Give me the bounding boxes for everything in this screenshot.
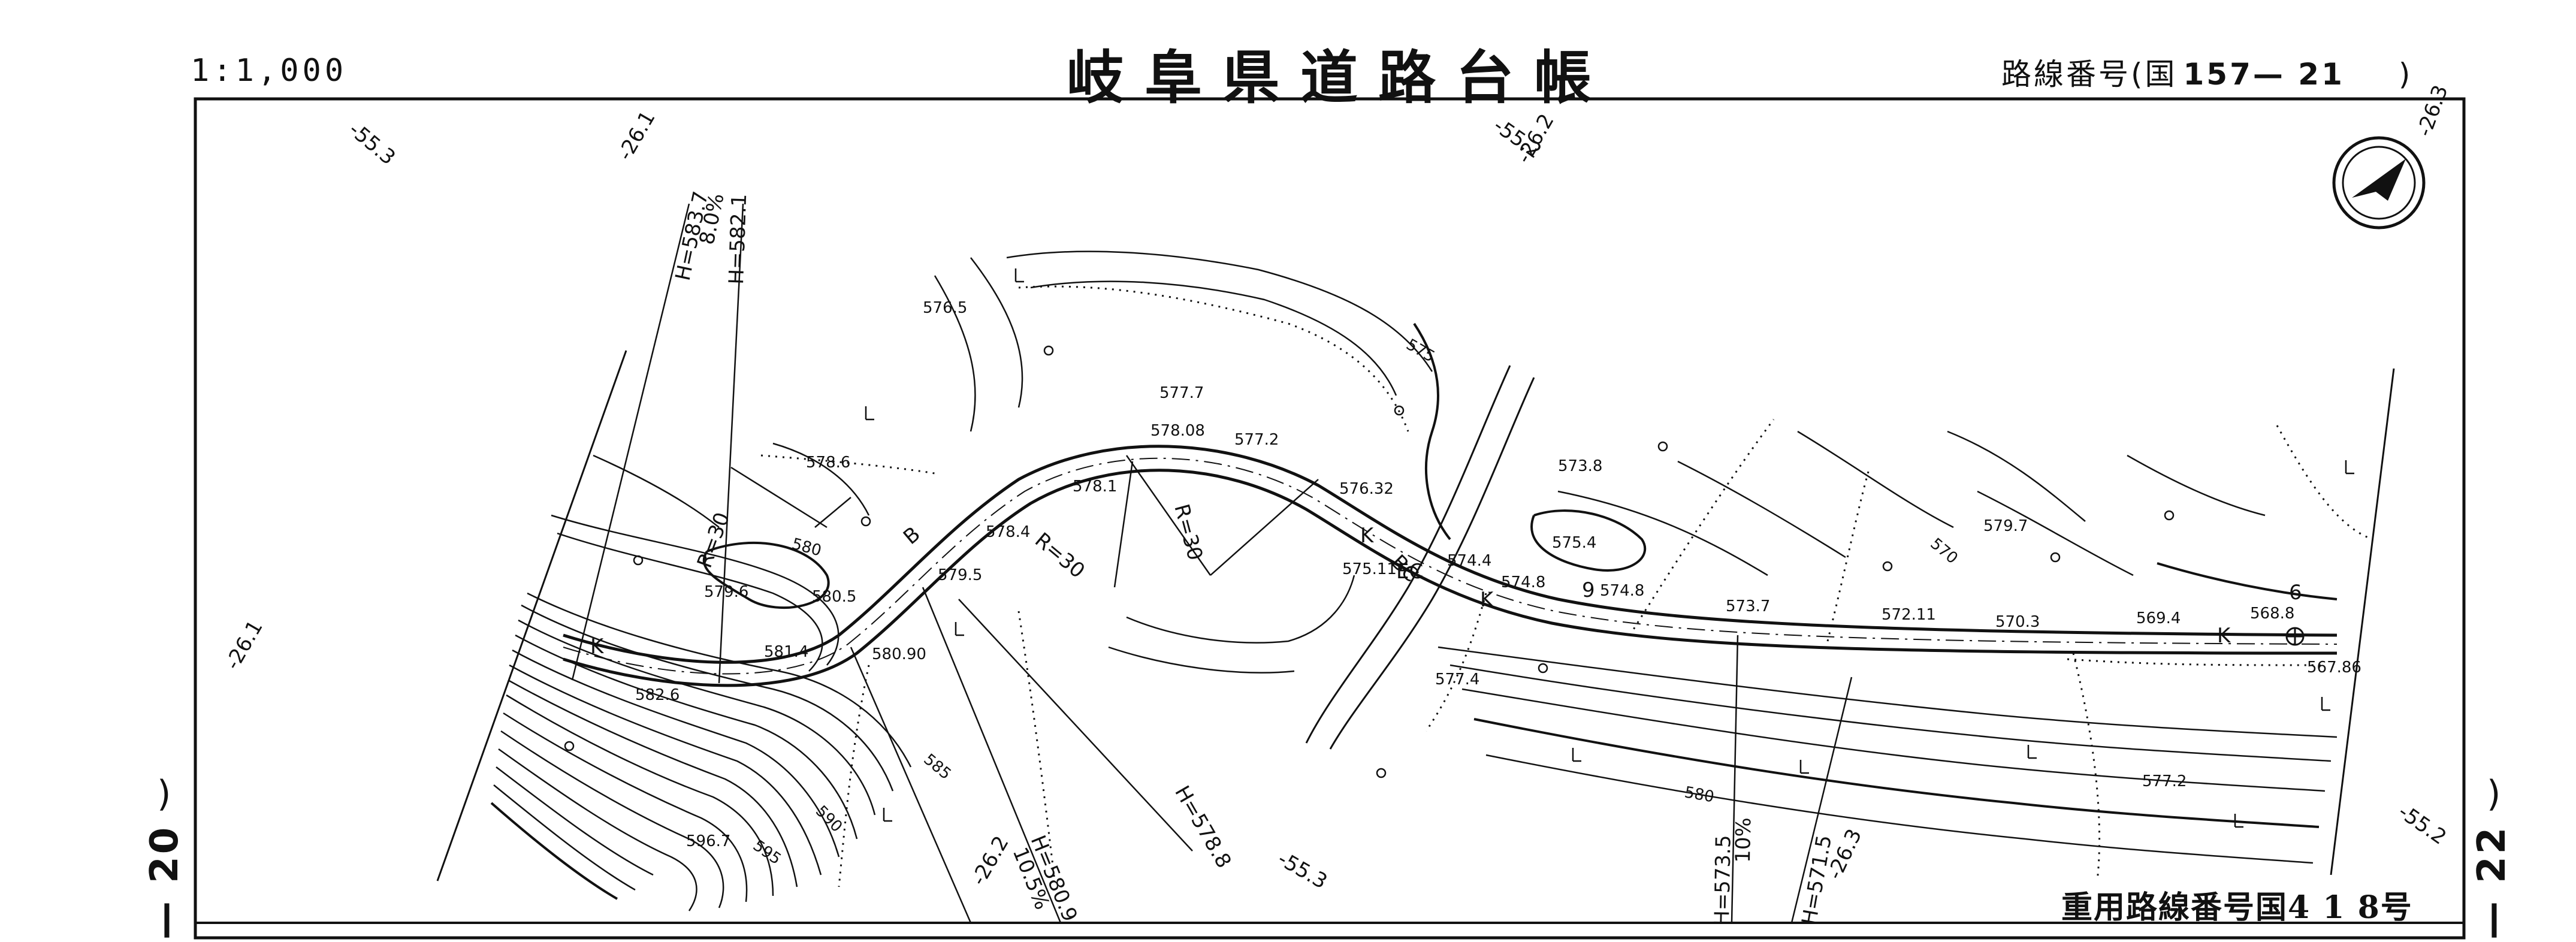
spot-height: 580.5 (812, 588, 856, 606)
border-label: -55.3 (344, 117, 400, 170)
contour-label: 595 (750, 837, 784, 868)
spot-height: 577.7 (1159, 384, 1204, 402)
spot-height: 573.8 (1558, 457, 1602, 475)
spot-height: 574.8 (1501, 573, 1545, 591)
spot-height: 579.6 (704, 583, 748, 601)
road-point-label: K (1480, 588, 1494, 612)
station-marker-icon (2285, 627, 2305, 646)
spot-height: 576.32 (1339, 480, 1394, 498)
contour-label: 580 (790, 535, 823, 560)
road-point-label: B (899, 522, 925, 550)
road-point-label: K (590, 635, 605, 659)
contour-lines-west (551, 442, 870, 672)
border-label: -26.2 (967, 832, 1014, 889)
spot-height: 574.4 (1447, 552, 1491, 570)
spot-height: 577.2 (1234, 431, 1279, 449)
sheet-paren-right: ) (2487, 773, 2501, 815)
footer-note: 重用路線番号国4 1 8号 (2061, 889, 2413, 926)
stream (1305, 365, 1535, 750)
grade-label: H=578.8 (1170, 782, 1236, 872)
map-scale: 1:1,000 (191, 53, 348, 89)
spot-height: 581.4 (764, 643, 808, 661)
contour-label: 580 (1683, 783, 1716, 806)
spot-height: 567.86 (2307, 659, 2361, 677)
road-point-label: 9 (1582, 578, 1595, 602)
boundary-dotted-lines (760, 285, 2373, 887)
spot-height: 572.11 (1882, 606, 1936, 624)
spot-height: 582.6 (635, 686, 680, 704)
border-label: -26.1 (613, 107, 660, 164)
spot-height: 580.90 (872, 645, 926, 663)
spot-height: 579.7 (1983, 517, 2028, 535)
spot-height: 579.5 (938, 566, 982, 584)
border-label: -26.1 (221, 616, 268, 674)
curve-radius-label: R=30 (1169, 502, 1207, 563)
spot-height: 575.11 (1342, 560, 1397, 578)
border-label: -26.3 (2412, 82, 2453, 140)
grade-label: 10% (1731, 817, 1756, 863)
spot-height: 575.4 (1552, 534, 1596, 552)
spot-height: 578.4 (986, 523, 1030, 541)
vegetation-symbols (564, 268, 2354, 828)
contour-lines-southwest (490, 592, 912, 911)
road-point-label: EC (1396, 560, 1423, 584)
spot-height: 578.1 (1073, 478, 1117, 496)
contour-label: 585 (920, 750, 955, 783)
grade-label: H=571.5 (1797, 834, 1837, 927)
map-area-right-edge (2330, 368, 2395, 875)
spot-height: 578.08 (1150, 422, 1205, 440)
spot-height: 578.6 (806, 454, 850, 472)
contour-lines-east (1438, 430, 2338, 864)
map-area-left-edge (436, 350, 627, 881)
border-label: -55.3 (1274, 847, 1331, 894)
sheet-paren-left: ) (157, 773, 171, 815)
grade-label: H=582.1 (724, 194, 751, 285)
spot-height: 568.8 (2250, 605, 2294, 623)
grade-lines (571, 203, 1853, 923)
road-point-label: K (1360, 524, 1375, 548)
road-point-label: K (2217, 624, 2231, 648)
contour-label: 570 (1927, 535, 1961, 567)
north-arrow-icon (2332, 136, 2426, 230)
route-number-value: 157— 21 (2183, 57, 2345, 92)
spot-height: 574.8 (1600, 582, 1644, 600)
spot-height: 577.4 (1435, 671, 1479, 689)
route-suffix: ) (2398, 57, 2413, 92)
curve-radius-label: R=30 (693, 509, 735, 571)
road (563, 445, 2338, 687)
spot-height: 573.7 (1726, 597, 1770, 615)
route-prefix: 路線番号(国 (2001, 57, 2178, 92)
spot-height: 569.4 (2136, 609, 2181, 627)
road-point-label: 6 (2289, 581, 2302, 605)
border-label: -55.2 (2394, 800, 2451, 850)
spot-height: 596.7 (686, 832, 730, 850)
spot-height: 577.2 (2142, 772, 2187, 790)
spot-height: 576.5 (923, 299, 967, 317)
grade-label: H=573.5 (1710, 835, 1736, 926)
contour-lines-central (934, 250, 1647, 674)
spot-height: 570.3 (1995, 613, 2040, 631)
map-frame (194, 97, 2466, 940)
curve-radius-label: R=30 (1030, 528, 1089, 583)
